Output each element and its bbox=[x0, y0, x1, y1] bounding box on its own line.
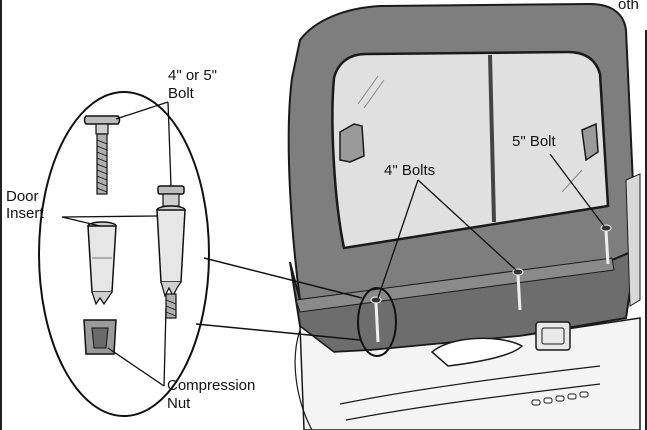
door-insert-label-line1: Door bbox=[6, 188, 39, 205]
door-window bbox=[331, 50, 610, 250]
door-handle bbox=[430, 337, 524, 367]
compression-nut-label-line2: Nut bbox=[167, 395, 191, 412]
bolt-left bbox=[374, 302, 380, 343]
door-insert-part bbox=[87, 221, 117, 306]
bolt-right bbox=[604, 230, 610, 265]
lock-switch bbox=[535, 321, 571, 351]
door-illustration bbox=[287, 2, 641, 430]
bolt-size-label-line1: 4" or 5" bbox=[168, 67, 218, 84]
bolt-hole-right bbox=[600, 224, 612, 232]
lock-switch-inset bbox=[541, 327, 565, 345]
five-inch-bolt-label: 5" Bolt bbox=[512, 133, 556, 150]
window-latch-right bbox=[581, 122, 599, 162]
bolt-hole-left bbox=[370, 296, 382, 304]
compression-nut-part bbox=[83, 319, 117, 355]
detail-callout-circle bbox=[38, 91, 210, 417]
glass-reflection-3 bbox=[561, 169, 583, 193]
door-edge bbox=[625, 173, 641, 307]
window-divider bbox=[488, 54, 496, 223]
bolt-hole-middle bbox=[512, 268, 524, 276]
speaker-grille bbox=[531, 391, 589, 406]
assembled-part bbox=[156, 185, 186, 319]
panel-line-1 bbox=[339, 365, 601, 405]
top-right-partial-text: oth bbox=[618, 0, 639, 13]
bolt-part bbox=[83, 115, 121, 195]
door-insert-label-line2: Insert bbox=[6, 205, 44, 222]
callout-connector-top bbox=[203, 257, 363, 299]
callout-connector-bottom bbox=[195, 323, 361, 341]
window-latch-left bbox=[339, 123, 365, 163]
bolt-size-label-line2: Bolt bbox=[168, 85, 194, 102]
glass-reflection-2 bbox=[363, 79, 385, 109]
four-inch-bolts-label: 4" Bolts bbox=[384, 162, 436, 179]
bolt-location-circle bbox=[357, 287, 397, 357]
bolt-middle bbox=[516, 274, 522, 311]
compression-nut-label-line1: Compression bbox=[167, 377, 256, 394]
panel-line-2 bbox=[345, 383, 601, 421]
door-front-edge bbox=[294, 329, 313, 430]
leader-lines bbox=[61, 101, 605, 387]
glass-reflection-1 bbox=[357, 75, 379, 105]
